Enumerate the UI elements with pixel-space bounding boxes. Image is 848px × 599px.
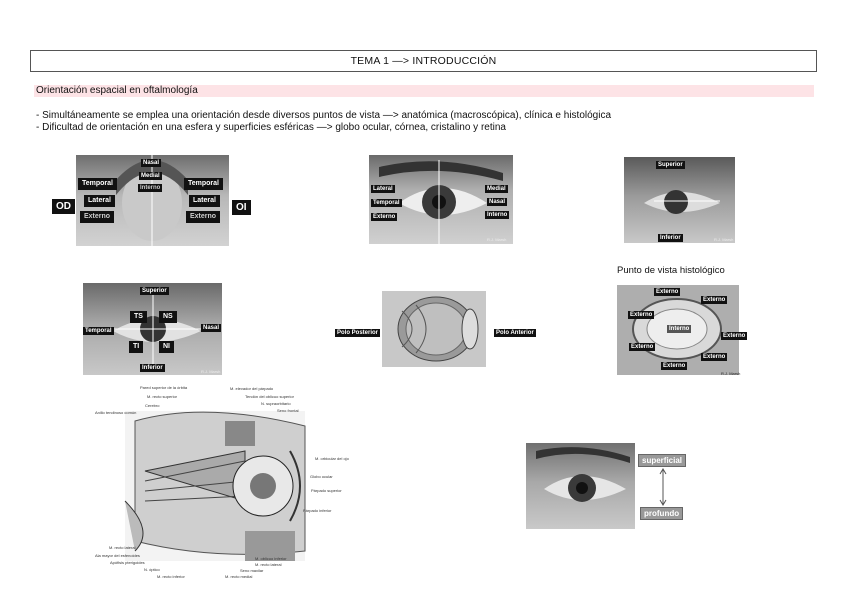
ns-label: NS	[159, 311, 177, 323]
anat-label: N. supraorbitario	[261, 401, 291, 406]
lateral-label: Lateral	[371, 185, 395, 193]
anat-label: M. recto superior	[147, 394, 178, 399]
ts-label: TS	[130, 311, 147, 323]
interno-label: Interno	[667, 325, 692, 333]
nasal-label: Nasal	[141, 159, 162, 167]
interno-label: Interno	[485, 211, 510, 219]
externo-label: Externo	[701, 353, 728, 361]
photo-credit: R.J. Marsh	[721, 371, 741, 376]
temporal-right-label: Temporal	[184, 178, 223, 190]
superior-label: Superior	[140, 287, 169, 295]
lateral-left-label: Lateral	[84, 195, 115, 207]
anat-label: M. recto lateral	[109, 545, 136, 550]
eye-photo-vertical: Superior Inferior R.J. Marsh	[624, 157, 735, 243]
eye-depth-photo	[526, 443, 635, 529]
histology-photo: Externo Externo Externo Interno Externo …	[617, 285, 748, 376]
anat-label: M. recto inferior	[157, 574, 185, 579]
anat-label: M. elevador del párpado	[230, 386, 274, 391]
anat-label: Párpado inferior	[303, 508, 332, 513]
anat-label: Seno frontal	[277, 408, 299, 413]
temporal-left-label: Temporal	[78, 178, 117, 190]
ti-label: TI	[129, 341, 144, 353]
anat-label: Seno maxilar	[240, 568, 264, 573]
photo-credit: R.J. Marsh	[487, 237, 507, 242]
externo-label: Externo	[721, 332, 748, 340]
lateral-right-label: Lateral	[189, 195, 220, 207]
photo-credit: R.J. Marsh	[714, 237, 734, 242]
externo-label: Externo	[701, 296, 728, 304]
externo-label: Externo	[661, 362, 688, 370]
profundo-label: profundo	[640, 507, 684, 520]
externo-label: Externo	[371, 213, 398, 221]
superior-label: Superior	[656, 161, 685, 169]
nasal-label: Nasal	[201, 324, 222, 332]
bullet-item: - Dificultad de orientación en una esfer…	[36, 122, 506, 133]
photo-credit: R.J. Marsh	[201, 369, 221, 374]
medial-label: Medial	[139, 172, 162, 180]
temporal-label: Temporal	[83, 327, 114, 335]
anat-label: Cerebro	[145, 403, 160, 408]
eye-quadrants-photo: Superior Inferior Temporal Nasal TS NS T…	[83, 283, 222, 375]
posterior-pole-label: Polo Posterior	[335, 329, 381, 337]
anat-label: Anillo tendinoso común	[95, 410, 137, 415]
od-label: OD	[52, 199, 75, 214]
superficial-label: superficial	[638, 454, 687, 467]
depth-arrow-icon	[659, 468, 667, 506]
nasal-label: Nasal	[487, 198, 508, 206]
anat-label: Tendón del oblicuo superior	[245, 394, 294, 399]
orbit-anatomy-figure: Pared superior de la órbita M. recto sup…	[95, 381, 350, 581]
externo-left-label: Externo	[80, 211, 115, 223]
anat-label: Pared superior de la órbita	[140, 385, 188, 390]
section-heading: Orientación espacial en oftalmología	[34, 85, 814, 97]
temporal-label: Temporal	[371, 199, 402, 207]
anat-label: M. orbicular del ojo	[315, 456, 349, 461]
anat-label: N. óptico	[144, 567, 160, 572]
histology-caption: Punto de vista histológico	[617, 265, 725, 276]
interno-label: Interno	[138, 184, 163, 192]
externo-label: Externo	[654, 288, 681, 296]
anat-label: Ala mayor del esfenoides	[95, 553, 140, 558]
ni-label: NI	[159, 341, 174, 353]
inferior-label: Inferior	[140, 364, 165, 372]
inferior-label: Inferior	[658, 234, 683, 242]
page-title-text: TEMA 1 —> INTRODUCCIÓN	[350, 55, 497, 67]
bullet-item: - Simultáneamente se emplea una orientac…	[36, 110, 612, 121]
anat-label: M. recto medial	[225, 574, 253, 579]
anat-label: M. oblicuo inferior	[255, 556, 287, 561]
face-photo: Nasal Medial Interno Temporal Lateral Ex…	[76, 155, 229, 246]
anat-label: Globo ocular	[310, 474, 333, 479]
medial-label: Medial	[485, 185, 508, 193]
page-title: TEMA 1 —> INTRODUCCIÓN	[30, 50, 817, 72]
anat-label: M. recto lateral	[255, 562, 282, 567]
bullet-list: - Simultáneamente se emplea una orientac…	[36, 110, 611, 134]
oi-label: OI	[232, 200, 251, 215]
eye-photo-horizontal: Lateral Temporal Externo Medial Nasal In…	[369, 155, 513, 244]
anat-label: Párpado superior	[311, 488, 342, 493]
externo-label: Externo	[629, 343, 656, 351]
externo-right-label: Externo	[186, 211, 221, 223]
globe-diagram	[382, 291, 486, 367]
anat-label: Apófisis pterigoides	[110, 560, 145, 565]
anterior-pole-label: Polo Anterior	[494, 329, 536, 337]
externo-label: Externo	[628, 311, 655, 319]
